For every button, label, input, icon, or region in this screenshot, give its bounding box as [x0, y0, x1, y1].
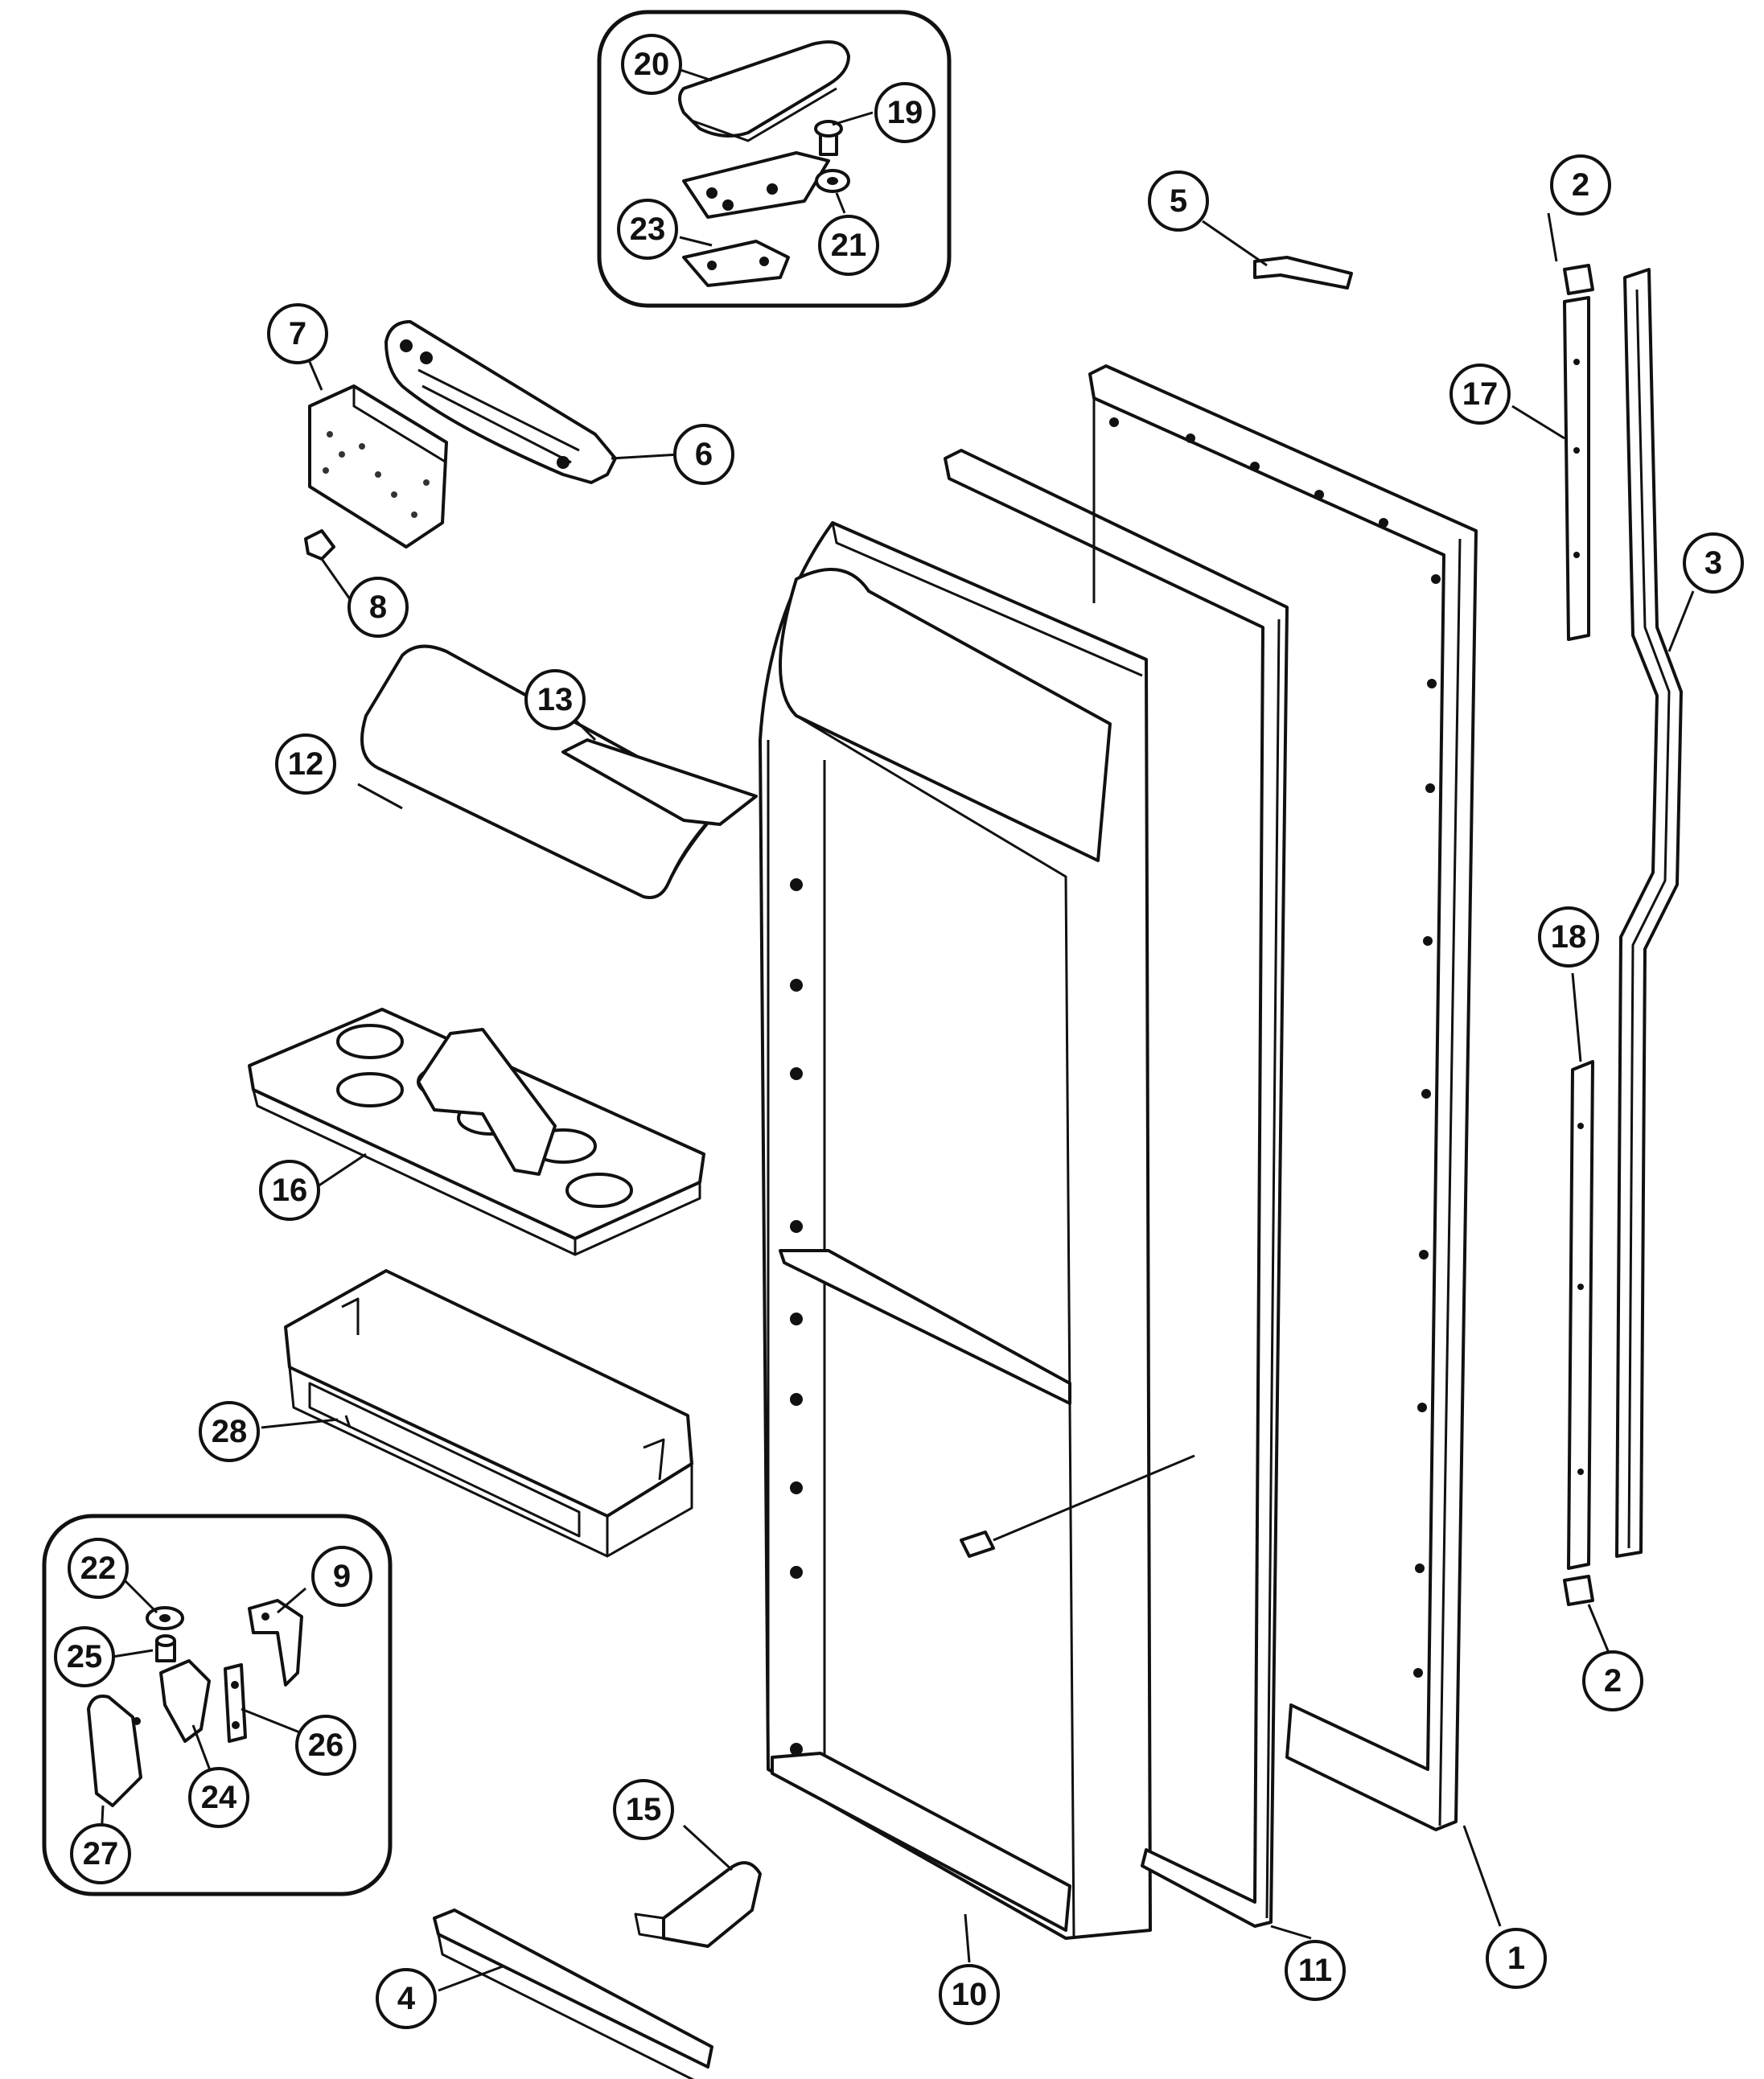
callout-7-label: 7 — [289, 316, 306, 351]
part-21-washer — [815, 169, 850, 193]
callout-23: 23 — [617, 199, 678, 260]
callout-9-label: 9 — [333, 1559, 351, 1594]
callout-5: 5 — [1148, 171, 1209, 232]
callout-5-label: 5 — [1170, 183, 1187, 219]
part-11-gasket — [944, 449, 1289, 1928]
callout-3: 3 — [1683, 532, 1744, 594]
callout-18: 18 — [1538, 906, 1599, 968]
callout-2-bottom: 2 — [1582, 1650, 1643, 1711]
callout-15: 15 — [613, 1779, 674, 1840]
callout-11: 11 — [1285, 1940, 1346, 2001]
part-26-shim — [224, 1663, 247, 1743]
screw — [960, 1454, 1195, 1558]
callout-10: 10 — [939, 1964, 1000, 2025]
callout-8-label: 8 — [369, 590, 387, 625]
part-23-shim — [682, 240, 790, 287]
callout-26-label: 26 — [308, 1728, 344, 1763]
part-8-clip — [304, 529, 335, 561]
part-20-hinge-cover — [678, 40, 850, 142]
part-1-outer-door — [1088, 364, 1478, 1831]
part-22-washer — [146, 1606, 184, 1630]
callout-4: 4 — [376, 1968, 437, 2029]
callout-2-top: 2 — [1550, 154, 1611, 216]
callout-16: 16 — [259, 1160, 320, 1221]
part-24-hinge-block — [159, 1659, 211, 1743]
callout-20: 20 — [621, 34, 682, 95]
callout-17: 17 — [1449, 364, 1511, 425]
callout-21-label: 21 — [831, 228, 867, 263]
part-4-bottom-trim — [433, 1908, 713, 2079]
callout-19: 19 — [874, 82, 935, 143]
part-16-egg-tray — [248, 1008, 705, 1256]
callout-22: 22 — [68, 1538, 129, 1599]
part-19-hinge-pin — [682, 120, 843, 219]
callout-28: 28 — [199, 1401, 260, 1462]
callout-7: 7 — [267, 303, 328, 364]
part-18-lower-bracket — [1567, 1060, 1594, 1570]
callout-25-label: 25 — [67, 1639, 103, 1674]
callout-26: 26 — [295, 1715, 356, 1776]
callout-23-label: 23 — [630, 212, 666, 247]
part-25-bushing — [155, 1634, 176, 1662]
callout-21: 21 — [818, 215, 879, 276]
callout-27-label: 27 — [83, 1836, 119, 1872]
callout-24-label: 24 — [201, 1780, 237, 1815]
part-13-tray — [561, 738, 758, 826]
part-27-hinge-bracket — [87, 1695, 142, 1807]
callout-20-label: 20 — [634, 47, 670, 82]
callout-22-label: 22 — [80, 1551, 117, 1586]
callout-6-label: 6 — [695, 437, 713, 472]
part-3-handle-trim — [1615, 268, 1683, 1558]
callout-15-label: 15 — [626, 1792, 662, 1827]
part-15-bracket — [634, 1861, 762, 1948]
part-5-plug — [1253, 256, 1353, 290]
callout-18-label: 18 — [1551, 919, 1587, 955]
part-28-shelf-bin — [284, 1269, 693, 1558]
callout-11-label: 11 — [1298, 1953, 1332, 1988]
part-7-insulation-block — [308, 384, 448, 549]
callout-2-top-label: 2 — [1572, 167, 1589, 203]
callout-16-label: 16 — [272, 1173, 308, 1208]
part-9-hinge-plate — [248, 1599, 303, 1687]
callout-8: 8 — [347, 577, 409, 638]
callout-24: 24 — [188, 1767, 249, 1828]
callout-13: 13 — [524, 669, 586, 730]
callout-25: 25 — [54, 1626, 115, 1687]
callout-1: 1 — [1486, 1928, 1547, 1989]
callout-10-label: 10 — [952, 1977, 988, 2012]
inset-bottom-hinge — [42, 1514, 393, 1896]
part-2-bottom-end-cap — [1563, 1575, 1594, 1606]
inset-top-hinge — [597, 10, 952, 308]
callout-13-label: 13 — [537, 682, 574, 717]
callout-6: 6 — [673, 424, 734, 485]
callout-12-label: 12 — [288, 746, 324, 782]
callout-2-bottom-label: 2 — [1604, 1663, 1622, 1699]
callout-3-label: 3 — [1704, 545, 1722, 581]
callout-9: 9 — [311, 1546, 372, 1607]
callout-27: 27 — [70, 1823, 131, 1884]
callout-17-label: 17 — [1462, 376, 1499, 412]
callout-1-label: 1 — [1507, 1941, 1525, 1976]
part-6-handle — [384, 320, 617, 484]
callout-19-label: 19 — [887, 95, 923, 130]
callout-28-label: 28 — [212, 1414, 248, 1449]
part-17-upper-bracket — [1563, 296, 1590, 641]
part-10-door-liner — [759, 521, 1152, 1940]
callout-12: 12 — [275, 733, 336, 795]
callout-4-label: 4 — [397, 1981, 416, 2016]
part-2-top-end-cap — [1563, 264, 1594, 295]
